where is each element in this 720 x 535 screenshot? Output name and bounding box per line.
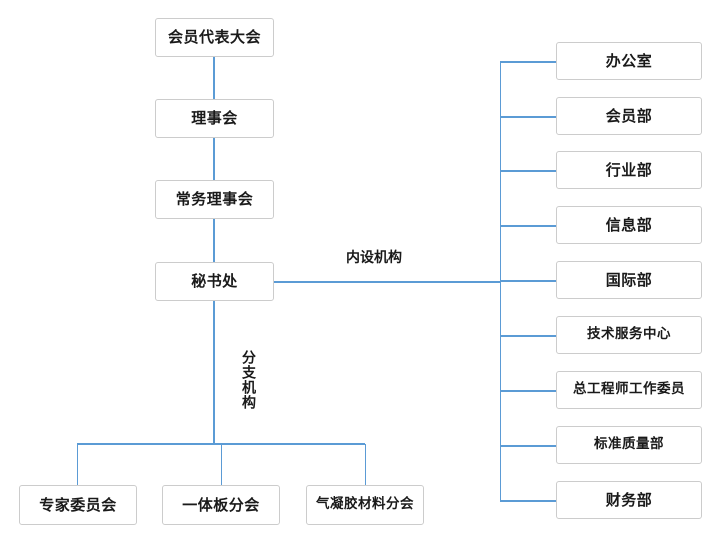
connector-bus-to-integrated-panel xyxy=(220,444,223,485)
node-aerogel-materials[interactable]: 气凝胶材料分会 xyxy=(306,485,424,525)
node-member-congress[interactable]: 会员代表大会 xyxy=(155,18,274,57)
node-secretariat[interactable]: 秘书处 xyxy=(155,262,274,301)
node-standards-quality[interactable]: 标准质量部 xyxy=(556,426,702,464)
node-international-dept[interactable]: 国际部 xyxy=(556,261,702,299)
node-expert-committee[interactable]: 专家委员会 xyxy=(19,485,137,525)
connector-trunk-to-finance-dept xyxy=(500,500,556,502)
connector-council-to-standing xyxy=(213,138,215,180)
label-branch-organizations: 分支机构 xyxy=(240,350,256,410)
node-integrated-panel[interactable]: 一体板分会 xyxy=(162,485,280,525)
node-membership-dept[interactable]: 会员部 xyxy=(556,97,702,135)
connector-trunk-to-standards-quality xyxy=(500,445,556,447)
node-standing-council[interactable]: 常务理事会 xyxy=(155,180,274,219)
node-information-dept[interactable]: 信息部 xyxy=(556,206,702,244)
connector-bus-to-aerogel-materials xyxy=(364,444,367,485)
connector-secretariat-to-branch-bus xyxy=(213,301,215,444)
connector-trunk-to-tech-service-center xyxy=(500,335,556,337)
connector-trunk-to-chief-engineer-cmte xyxy=(500,390,556,392)
connector-bus-to-expert-committee xyxy=(76,444,79,485)
connector-secretariat-to-internal-trunk xyxy=(274,281,501,283)
connector-trunk-to-office xyxy=(500,61,556,63)
node-council[interactable]: 理事会 xyxy=(155,99,274,138)
connector-trunk-to-information-dept xyxy=(500,225,556,227)
connector-trunk-to-international-dept xyxy=(500,280,556,282)
node-chief-engineer-cmte[interactable]: 总工程师工作委员 xyxy=(556,371,702,409)
connector-trunk-to-industry-dept xyxy=(500,170,556,172)
node-finance-dept[interactable]: 财务部 xyxy=(556,481,702,519)
node-office[interactable]: 办公室 xyxy=(556,42,702,80)
node-industry-dept[interactable]: 行业部 xyxy=(556,151,702,189)
connector-congress-to-council xyxy=(213,57,215,99)
label-internal-departments: 内设机构 xyxy=(346,250,402,266)
connector-standing-to-secretariat xyxy=(213,219,215,262)
connector-trunk-to-membership-dept xyxy=(500,116,556,118)
node-tech-service-center[interactable]: 技术服务中心 xyxy=(556,316,702,354)
